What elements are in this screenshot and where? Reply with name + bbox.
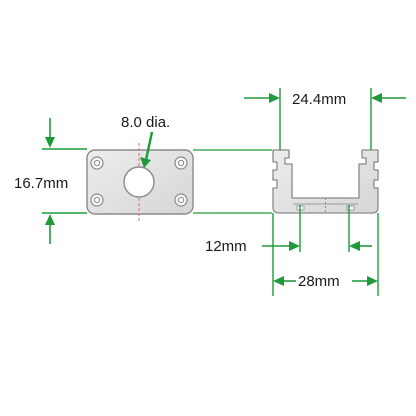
arrowhead (349, 241, 360, 251)
outer-width-label: 28mm (298, 273, 340, 290)
arrowhead (140, 157, 151, 168)
bottom-slot (346, 205, 355, 211)
clip-height-label: 16.7mm (14, 175, 68, 192)
arrowhead (371, 93, 382, 103)
outer-width-dimension: 28mm (272, 213, 379, 296)
profile-outline (272, 149, 379, 214)
screw-hole (90, 193, 104, 207)
inner-width-dimension: 24.4mm (244, 88, 406, 150)
hole-diameter-callout: 8.0 dia. (121, 114, 170, 168)
aluminum-profile-section (272, 149, 379, 214)
clip-height-dimension: 16.7mm (14, 118, 87, 244)
inner-width-label: 24.4mm (292, 91, 346, 108)
central-hole (123, 166, 155, 198)
arrowhead (45, 137, 55, 148)
arrowhead (367, 276, 378, 286)
screw-hole (174, 156, 188, 170)
arrowhead (273, 276, 284, 286)
screw-hole (90, 156, 104, 170)
slot-spacing-dimension: 12mm (205, 205, 372, 255)
mounting-clip-view (86, 143, 194, 221)
slot-spacing-label: 12mm (205, 238, 247, 255)
screw-hole (174, 193, 188, 207)
arrowhead (289, 241, 300, 251)
arrowhead (269, 93, 280, 103)
arrowhead (45, 214, 55, 225)
hole-diameter-label: 8.0 dia. (121, 114, 170, 131)
